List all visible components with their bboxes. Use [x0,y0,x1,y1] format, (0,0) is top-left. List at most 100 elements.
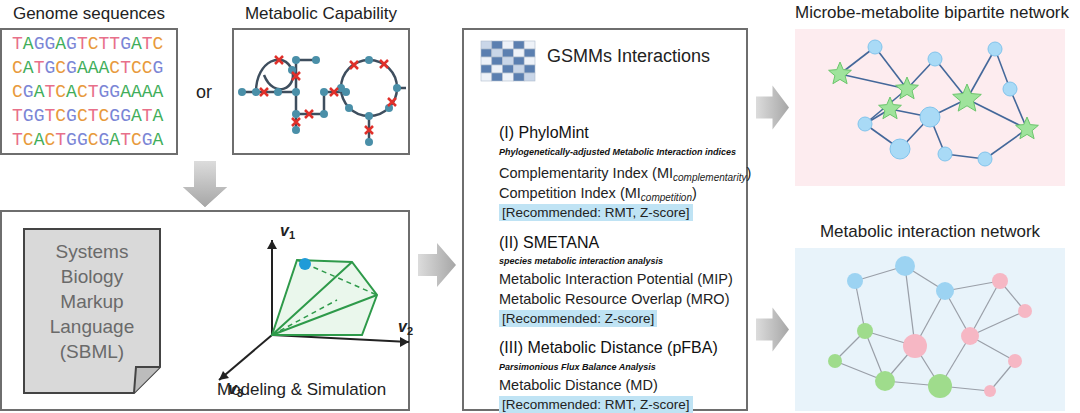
dna-base: C [131,130,142,150]
metabolite-dot [365,138,373,146]
axis-line [271,240,273,335]
dna-base: T [44,82,55,102]
matrix-cell [524,57,535,65]
dna-base: T [109,34,120,54]
matrix-cell [492,49,503,57]
microbe-circle [890,139,910,159]
network-illustration [795,248,1065,411]
panel-title: Microbe-metabolite bipartite network [795,3,1065,23]
axis-letter: v [228,380,237,397]
dna-base: T [142,106,153,126]
dna-base: G [44,34,55,54]
matrix-cell [503,73,514,81]
index-text: Complementarity Index (MI [499,165,673,181]
metabolite-dot [320,88,328,96]
matrix-cell [503,49,514,57]
dna-base: G [77,130,88,150]
matrix-icon [480,40,536,82]
method-box: GSMMs Interactions(I) PhyloMintPhylogene… [462,28,748,411]
dna-base: C [153,34,164,54]
input-box: Metabolic Capability [232,4,410,155]
pathway-illustration [234,30,408,153]
dna-base: G [109,82,120,102]
species-circle [992,273,1008,289]
dna-base: T [12,34,23,54]
metabolite-dot [345,104,353,112]
dna-base: G [120,34,131,54]
dna-base: T [120,130,131,150]
microbe-circle [1003,82,1017,96]
index-line: Competition Index (MIcompetition) [499,184,697,203]
recommend-band: [Recommended: RMT, Z-score] [499,204,693,221]
metabolite-star [829,62,852,84]
input-box: Genome sequencesTAGGAGTCTTGATCCATGCGAAAC… [0,4,178,155]
dna-base: G [66,130,77,150]
matrix-cell [524,41,535,49]
microbe-circle [868,40,882,54]
axis-head [400,337,409,347]
dna-base: G [66,106,77,126]
dna-base: A [55,34,66,54]
box-heading: Genome sequences [0,4,178,24]
metabolite-dot [365,112,373,120]
dna-base: G [142,130,153,150]
network-edge [967,49,995,99]
species-circle [984,385,996,397]
index-text: ) [746,165,751,181]
matrix-cell [513,41,524,49]
dna-base: C [12,58,23,78]
index-text: Metabolic Distance (MD) [499,377,658,393]
species-circle [928,374,952,398]
metabolite-star [896,77,919,99]
dna-base: G [66,34,77,54]
matrix-cell [503,41,514,49]
matrix-cell [492,57,503,65]
box-heading: Metabolic Capability [232,4,410,24]
metabolite-dot [252,88,260,96]
dna-base: A [131,106,142,126]
method-subtitle: Parsimonious Flux Balance Analysis [499,362,656,372]
network-ground [795,29,1065,186]
missing-reaction-mark [380,60,388,68]
dna-base: G [109,106,120,126]
dna-base: G [44,58,55,78]
dna-base: G [34,34,45,54]
axis-head [219,371,229,380]
dna-base: C [55,58,66,78]
species-circle [903,334,927,358]
axis-letter: v [398,318,407,335]
cone-edge [272,262,377,335]
method-subtitle: species metabolic interaction analysis [499,256,663,266]
species-circle [961,327,979,345]
dna-base: T [88,106,99,126]
matrix-cell [524,65,535,73]
dna-base: G [153,58,164,78]
metabolite-dot [292,110,300,118]
dna-base: G [66,58,77,78]
metabolite-star [879,97,902,119]
microbe-circle [978,152,992,166]
missing-reaction-mark [292,118,300,126]
dna-base: A [131,34,142,54]
microbe-circle [920,107,940,127]
document-shape: Systems Biology Markup Language (SBML) [22,227,162,395]
dna-base: C [88,34,99,54]
dna-base: C [142,58,153,78]
index-subscript: complementarity [673,172,746,183]
dna-base: T [55,130,66,150]
metabolite-dot [365,56,373,64]
dna-base: T [99,34,110,54]
missing-reaction-mark [305,110,313,118]
optimum-dot [299,258,311,270]
axis-label: v3 [228,380,243,399]
metabolite-dot [393,84,401,92]
index-text: Metabolic Resource Overlap (MRO) [499,291,729,307]
missing-reaction-mark [260,88,268,96]
dna-base: G [99,130,110,150]
dna-line: CATGCGAAACTCCG [12,58,163,78]
network-panel: Metabolic interaction network [795,222,1065,411]
method-heading: (II) SMETANA [499,234,599,252]
recommend-band: [Recommended: Z-score] [499,310,657,327]
method-heading: (III) Metabolic Distance (pFBA) [499,339,718,357]
matrix-cell [524,73,535,81]
